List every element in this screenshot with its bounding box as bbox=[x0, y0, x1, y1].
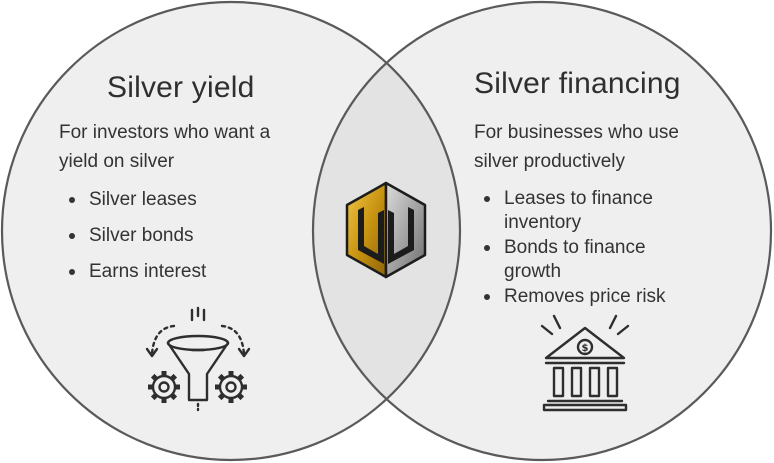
right-title: Silver financing bbox=[474, 67, 681, 100]
right-bullet-line: Removes price risk bbox=[504, 286, 666, 307]
right-bullet-line: growth bbox=[504, 261, 562, 282]
bank-icon: $ bbox=[540, 314, 630, 412]
right-bullet-list: Leases to finance inventory Bonds to fin… bbox=[474, 187, 666, 310]
left-bullet-item: Silver bonds bbox=[59, 218, 206, 254]
right-bullet-item: Leases to finance inventory bbox=[474, 187, 666, 235]
left-bullet-list: Silver leases Silver bonds Earns interes… bbox=[59, 182, 206, 290]
left-bullet-item: Earns interest bbox=[59, 254, 206, 290]
left-subtitle-line: yield on silver bbox=[59, 151, 175, 172]
right-subtitle-line: silver productively bbox=[474, 151, 625, 172]
left-title: Silver yield bbox=[107, 71, 255, 104]
left-subtitle: For investors who want a yield on silver bbox=[59, 118, 270, 176]
funnel-gears-icon bbox=[145, 306, 251, 412]
right-bullet-line: Bonds to finance bbox=[504, 237, 646, 258]
right-bullet-line: Leases to finance bbox=[504, 188, 653, 209]
left-bullet-item: Silver leases bbox=[59, 182, 206, 218]
overlap-region bbox=[313, 2, 460, 460]
right-bullet-item: Removes price risk bbox=[474, 285, 666, 309]
right-bullet-line: inventory bbox=[504, 212, 582, 233]
svg-text:$: $ bbox=[582, 343, 589, 354]
right-subtitle: For businesses who use silver productive… bbox=[474, 118, 679, 176]
right-bullet-item: Bonds to finance growth bbox=[474, 236, 666, 284]
right-subtitle-line: For businesses who use bbox=[474, 122, 679, 143]
left-subtitle-line: For investors who want a bbox=[59, 122, 271, 143]
silver-logo-icon bbox=[345, 181, 427, 279]
